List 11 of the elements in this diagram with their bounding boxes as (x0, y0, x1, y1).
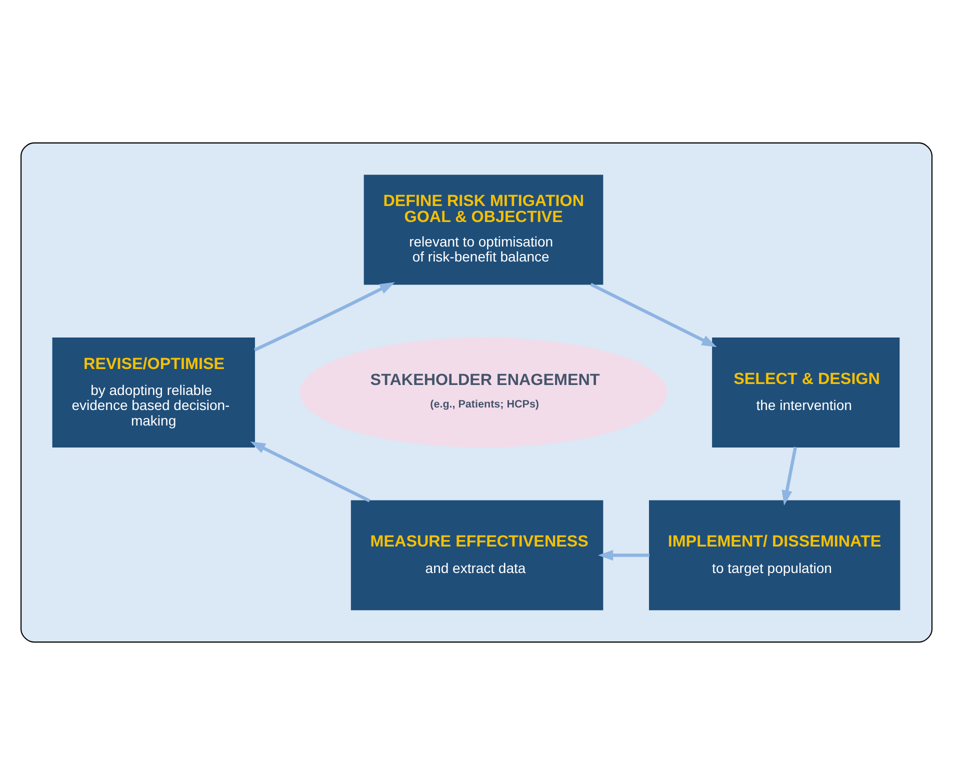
cluster (20, 142, 932, 642)
node-box: IMPLEMENT/ DISSEMINATE to target population (648, 500, 900, 610)
arrow (782, 446, 798, 505)
arrow (250, 441, 370, 502)
arrow (598, 549, 650, 560)
arrow (254, 282, 395, 351)
node-box: DEFINE RISK MITIGATION GOAL & OBJECTIVE relevant to optimisation of risk-benefit balance (364, 174, 604, 284)
arrow (590, 282, 717, 347)
node-box: MEASURE EFFECTIVENESS and extract data (350, 500, 604, 610)
node-box: REVISE/OPTIMISE by adopting reliable evidence based decision-making (52, 337, 255, 447)
node-box: SELECT & DESIGN the intervention (712, 337, 900, 447)
